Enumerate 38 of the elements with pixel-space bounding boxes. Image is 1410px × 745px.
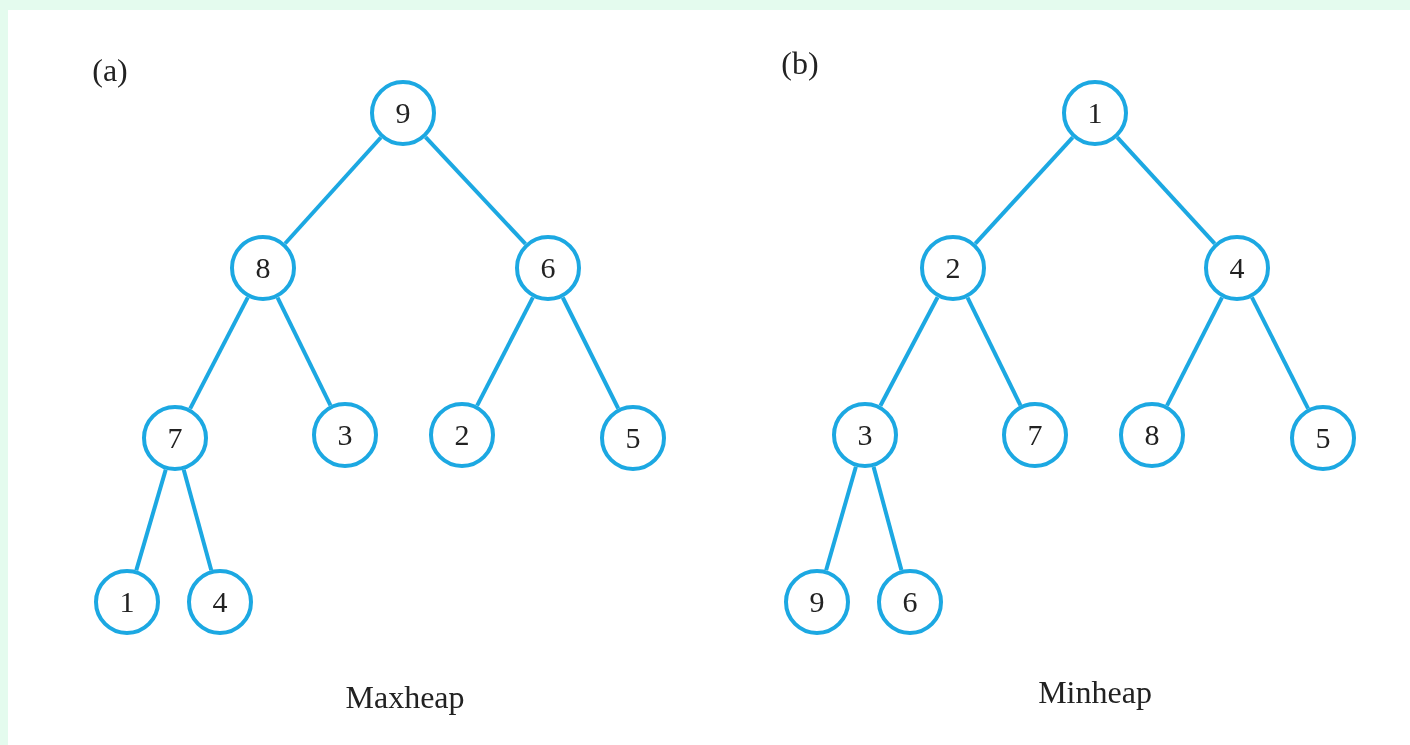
node-value: 9: [395, 98, 411, 128]
tree-edge: [134, 469, 168, 571]
node-value: 4: [1229, 253, 1245, 283]
node-value: 6: [902, 587, 918, 617]
tree-edge: [1115, 135, 1217, 246]
tree-edge: [1165, 296, 1224, 407]
node-value: 4: [212, 587, 228, 617]
tree-edge: [424, 135, 527, 246]
node-value: 2: [454, 420, 470, 450]
node-value: 1: [1087, 98, 1103, 128]
tree-caption: Maxheap: [345, 678, 465, 716]
node-value: 5: [1315, 423, 1331, 453]
tree-edge: [181, 469, 214, 571]
tree-caption: Minheap: [1038, 673, 1152, 711]
node-value: 7: [1027, 420, 1043, 450]
tree-edge: [878, 296, 940, 407]
node-value: 1: [119, 587, 135, 617]
node-value: 3: [857, 420, 873, 450]
tree-edge: [871, 466, 904, 571]
node-value: 8: [1144, 420, 1160, 450]
tree-edge: [824, 466, 858, 571]
node-value: 8: [255, 253, 271, 283]
tree-edge: [188, 296, 250, 410]
tree-edge: [275, 296, 333, 407]
tree-edge: [973, 135, 1075, 246]
tree-edge: [965, 296, 1023, 407]
node-value: 3: [337, 420, 353, 450]
node-value: 7: [167, 423, 183, 453]
tree-edge: [283, 136, 383, 245]
panel-label: (a): [92, 51, 128, 89]
node-value: 9: [809, 587, 825, 617]
tree-edge: [1250, 296, 1310, 410]
node-value: 6: [540, 253, 556, 283]
tree-edge: [475, 296, 535, 407]
node-value: 2: [945, 253, 961, 283]
tree-edge: [560, 296, 621, 410]
panel-label: (b): [781, 44, 819, 82]
node-value: 5: [625, 423, 641, 453]
